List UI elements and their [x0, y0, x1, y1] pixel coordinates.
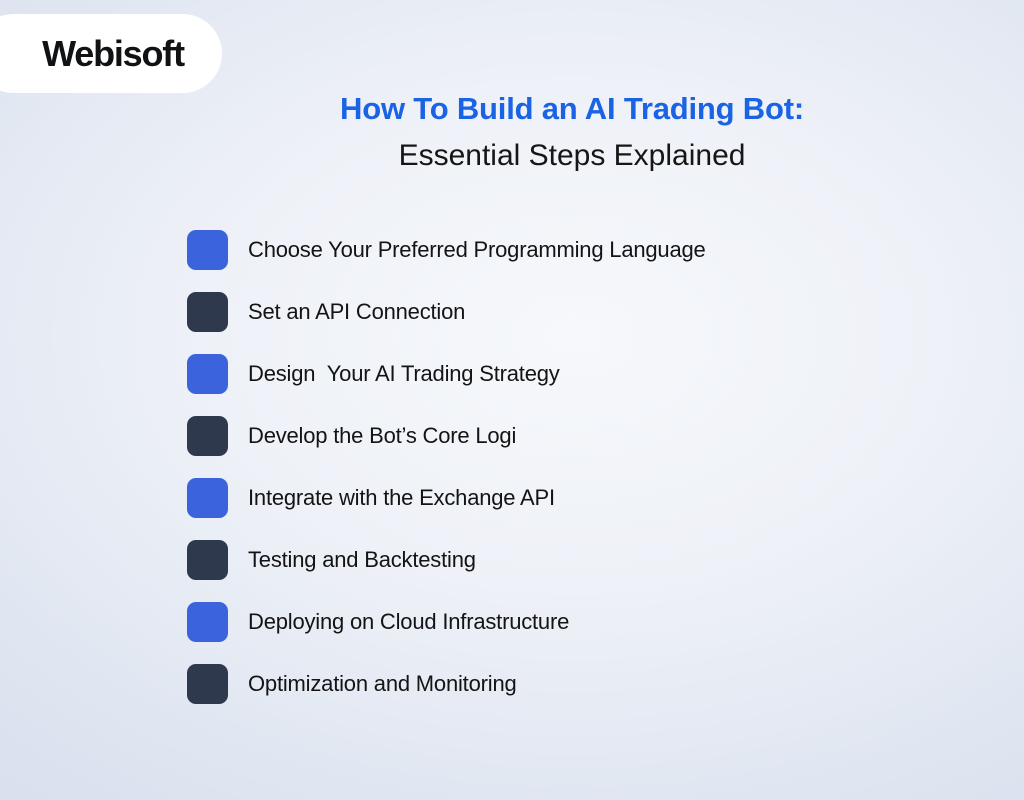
list-item: Set an API Connection: [187, 292, 706, 332]
list-item: Integrate with the Exchange API: [187, 478, 706, 518]
steps-list: Choose Your Preferred Programming Langua…: [187, 230, 706, 726]
list-item: Design Your AI Trading Strategy: [187, 354, 706, 394]
title-line-primary: How To Build an AI Trading Bot:: [340, 91, 804, 126]
list-item: Testing and Backtesting: [187, 540, 706, 580]
step-marker-icon: [187, 602, 228, 642]
step-marker-icon: [187, 664, 228, 704]
page-title: How To Build an AI Trading Bot: Essentia…: [120, 86, 1024, 178]
logo-badge: Webisoft: [0, 14, 222, 93]
title-line-secondary: Essential Steps Explained: [398, 138, 746, 172]
step-marker-icon: [187, 230, 228, 270]
step-marker-icon: [187, 540, 228, 580]
step-label: Integrate with the Exchange API: [248, 485, 555, 510]
step-label: Design Your AI Trading Strategy: [248, 361, 560, 386]
step-marker-icon: [187, 478, 228, 518]
list-item: Deploying on Cloud Infrastructure: [187, 602, 706, 642]
step-label: Deploying on Cloud Infrastructure: [248, 609, 570, 634]
list-item: Choose Your Preferred Programming Langua…: [187, 230, 706, 270]
step-label: Develop the Bot’s Core Logi: [248, 423, 517, 448]
logo-text: Webisoft: [42, 32, 185, 74]
step-label: Optimization and Monitoring: [248, 671, 517, 696]
step-label: Choose Your Preferred Programming Langua…: [248, 237, 706, 262]
list-item: Develop the Bot’s Core Logi: [187, 416, 706, 456]
step-marker-icon: [187, 354, 228, 394]
step-label: Testing and Backtesting: [248, 547, 476, 572]
step-label: Set an API Connection: [248, 299, 466, 324]
step-marker-icon: [187, 292, 228, 332]
list-item: Optimization and Monitoring: [187, 664, 706, 704]
step-marker-icon: [187, 416, 228, 456]
